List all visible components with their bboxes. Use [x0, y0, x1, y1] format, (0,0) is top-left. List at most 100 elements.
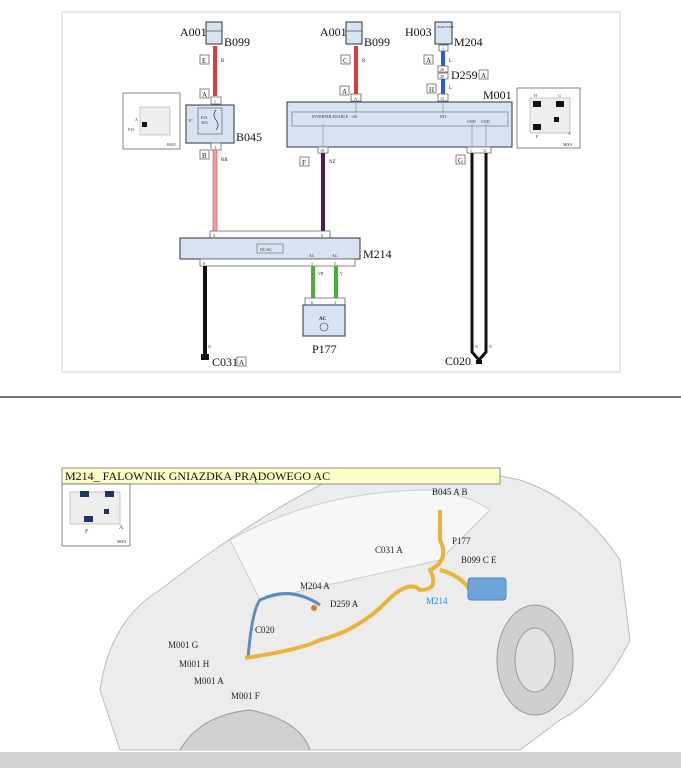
wire-color-label: RB: [221, 158, 228, 163]
inset-pin: G: [558, 93, 561, 98]
pin-label: 20: [440, 67, 444, 72]
connector-a: A: [202, 91, 207, 99]
loc-label-p177: P177: [452, 536, 471, 546]
socket-ac-label: AC: [319, 317, 327, 322]
socket-icon: [319, 322, 329, 332]
loc-label-m001-a: M001 A: [194, 676, 224, 686]
wire-color-label: R: [221, 59, 225, 64]
a001-label: A001: [180, 25, 207, 39]
button-text: START STOP: [437, 25, 454, 29]
black-wire: [203, 266, 207, 354]
location-title: M214_ FALOWNIK GNIAZDKA PRĄDOWEGO AC: [65, 469, 330, 483]
inset-pin: F: [85, 529, 89, 535]
wire-color-label: NZ: [329, 160, 336, 165]
car-windshield: [229, 489, 491, 601]
inverter-harness: [244, 510, 446, 660]
pin-label: A: [354, 96, 357, 101]
ac-label: AC: [309, 253, 315, 258]
pin-label: 5: [334, 261, 336, 266]
inset-pin: A: [119, 525, 124, 531]
wire-color-label: L: [449, 59, 452, 64]
connector-b: B: [202, 152, 207, 160]
connector-g: G: [458, 157, 463, 165]
b099-label: B099: [364, 35, 390, 49]
c031-label: C031: [212, 355, 238, 369]
loc-label-m214: M214: [426, 596, 448, 606]
pin-label: 4: [213, 233, 215, 238]
pink-wire: [212, 149, 218, 233]
connector-f: F: [302, 159, 306, 167]
fuse-side-label: IC: [189, 118, 193, 123]
b099-label: B099: [224, 35, 250, 49]
b099-connector-icon: [345, 21, 363, 45]
m214-label: M214: [363, 247, 392, 261]
dcac-label: DC/AC: [260, 247, 273, 252]
m204-component: [311, 605, 317, 611]
m214-component: [467, 577, 507, 601]
wire-color-label: N: [208, 344, 211, 349]
inset-fuse: F33: [128, 127, 134, 132]
inverter-enable-label: INVERTER ENABLE: [312, 114, 349, 119]
blue-wire: [441, 51, 445, 66]
connector-a: A: [481, 72, 486, 80]
location-view: M214_ FALOWNIK GNIAZDKA PRĄDOWEGO AC F A…: [61, 467, 631, 751]
connector-a: A: [239, 359, 244, 367]
pin-label: 6: [321, 233, 323, 238]
loc-label-m001-f: M001 F: [231, 691, 260, 701]
pin-label: 3: [334, 300, 336, 305]
loc-label-m001-g: M001 G: [168, 640, 199, 650]
loc-label-c020: C020: [255, 625, 275, 635]
purple-wire: [321, 153, 325, 232]
green-wire: [311, 266, 315, 298]
inset-pin: A: [568, 131, 571, 136]
fuse-id: F33: [201, 115, 207, 120]
pin-label: 6: [311, 300, 313, 305]
fuse-rating: 30A: [201, 120, 208, 125]
inset-name: B045: [167, 142, 176, 147]
inset-name: M001: [563, 142, 573, 147]
start-stop-feed: START STOP H003 M204 1 A L 20 20 D259 A …: [405, 21, 489, 102]
h003-label: H003: [405, 25, 432, 39]
car-wheel-front: [179, 709, 311, 751]
pin-label: 3: [214, 145, 216, 150]
pin-label: 8: [203, 261, 205, 266]
gnd-label: GND: [481, 119, 490, 124]
pin-label: 20: [440, 74, 444, 79]
connector-h: H: [429, 86, 434, 94]
m204-label: M204: [454, 35, 483, 49]
connector-a: A: [426, 57, 431, 65]
connector-e: E: [202, 57, 206, 65]
a001-label: A001: [320, 25, 347, 39]
m001-label: M001: [483, 88, 512, 102]
d259-label: D259: [451, 68, 478, 82]
ecu-m001-body: [286, 101, 513, 148]
b099-connector-icon: [205, 21, 223, 45]
green-wire: [334, 266, 338, 298]
red-wire: [213, 46, 217, 96]
loc-label-b045: B045 A B: [432, 487, 468, 497]
start-stop-button-icon: [434, 21, 453, 45]
fuse-box-b045: [185, 104, 235, 144]
ecu-m001-box: [286, 101, 513, 148]
c020-label: C020: [445, 354, 471, 368]
pin-label: 1: [470, 148, 472, 153]
gnd-label: GND: [467, 119, 476, 124]
pin-label: 1: [442, 46, 444, 51]
mid-feed: A001 B099 C R A A: [320, 21, 390, 102]
loc-label-b099: B099 C E: [461, 555, 497, 565]
ecu-m001: M001 INVERTER ENABLE +30 INT GND GND 18 …: [299, 87, 581, 368]
loc-label-m001-h: M001 H: [179, 659, 210, 669]
connector-a: A: [342, 88, 347, 96]
inset-pin: F: [536, 134, 539, 139]
wire-color-label: N: [475, 344, 478, 349]
inset-name: M001: [117, 539, 127, 544]
pin-label: 1: [214, 99, 216, 104]
inverter-m214: 4 6 DC/AC AC AC M214 8 1 5 N C031 A VB V…: [179, 230, 392, 369]
pin-label: 18: [320, 148, 324, 153]
blue-wire: [441, 79, 445, 94]
int-label: INT: [440, 114, 447, 119]
p177-label: P177: [312, 342, 337, 356]
wire-color-label: VB: [318, 271, 324, 276]
inset-pin: A: [135, 117, 138, 122]
